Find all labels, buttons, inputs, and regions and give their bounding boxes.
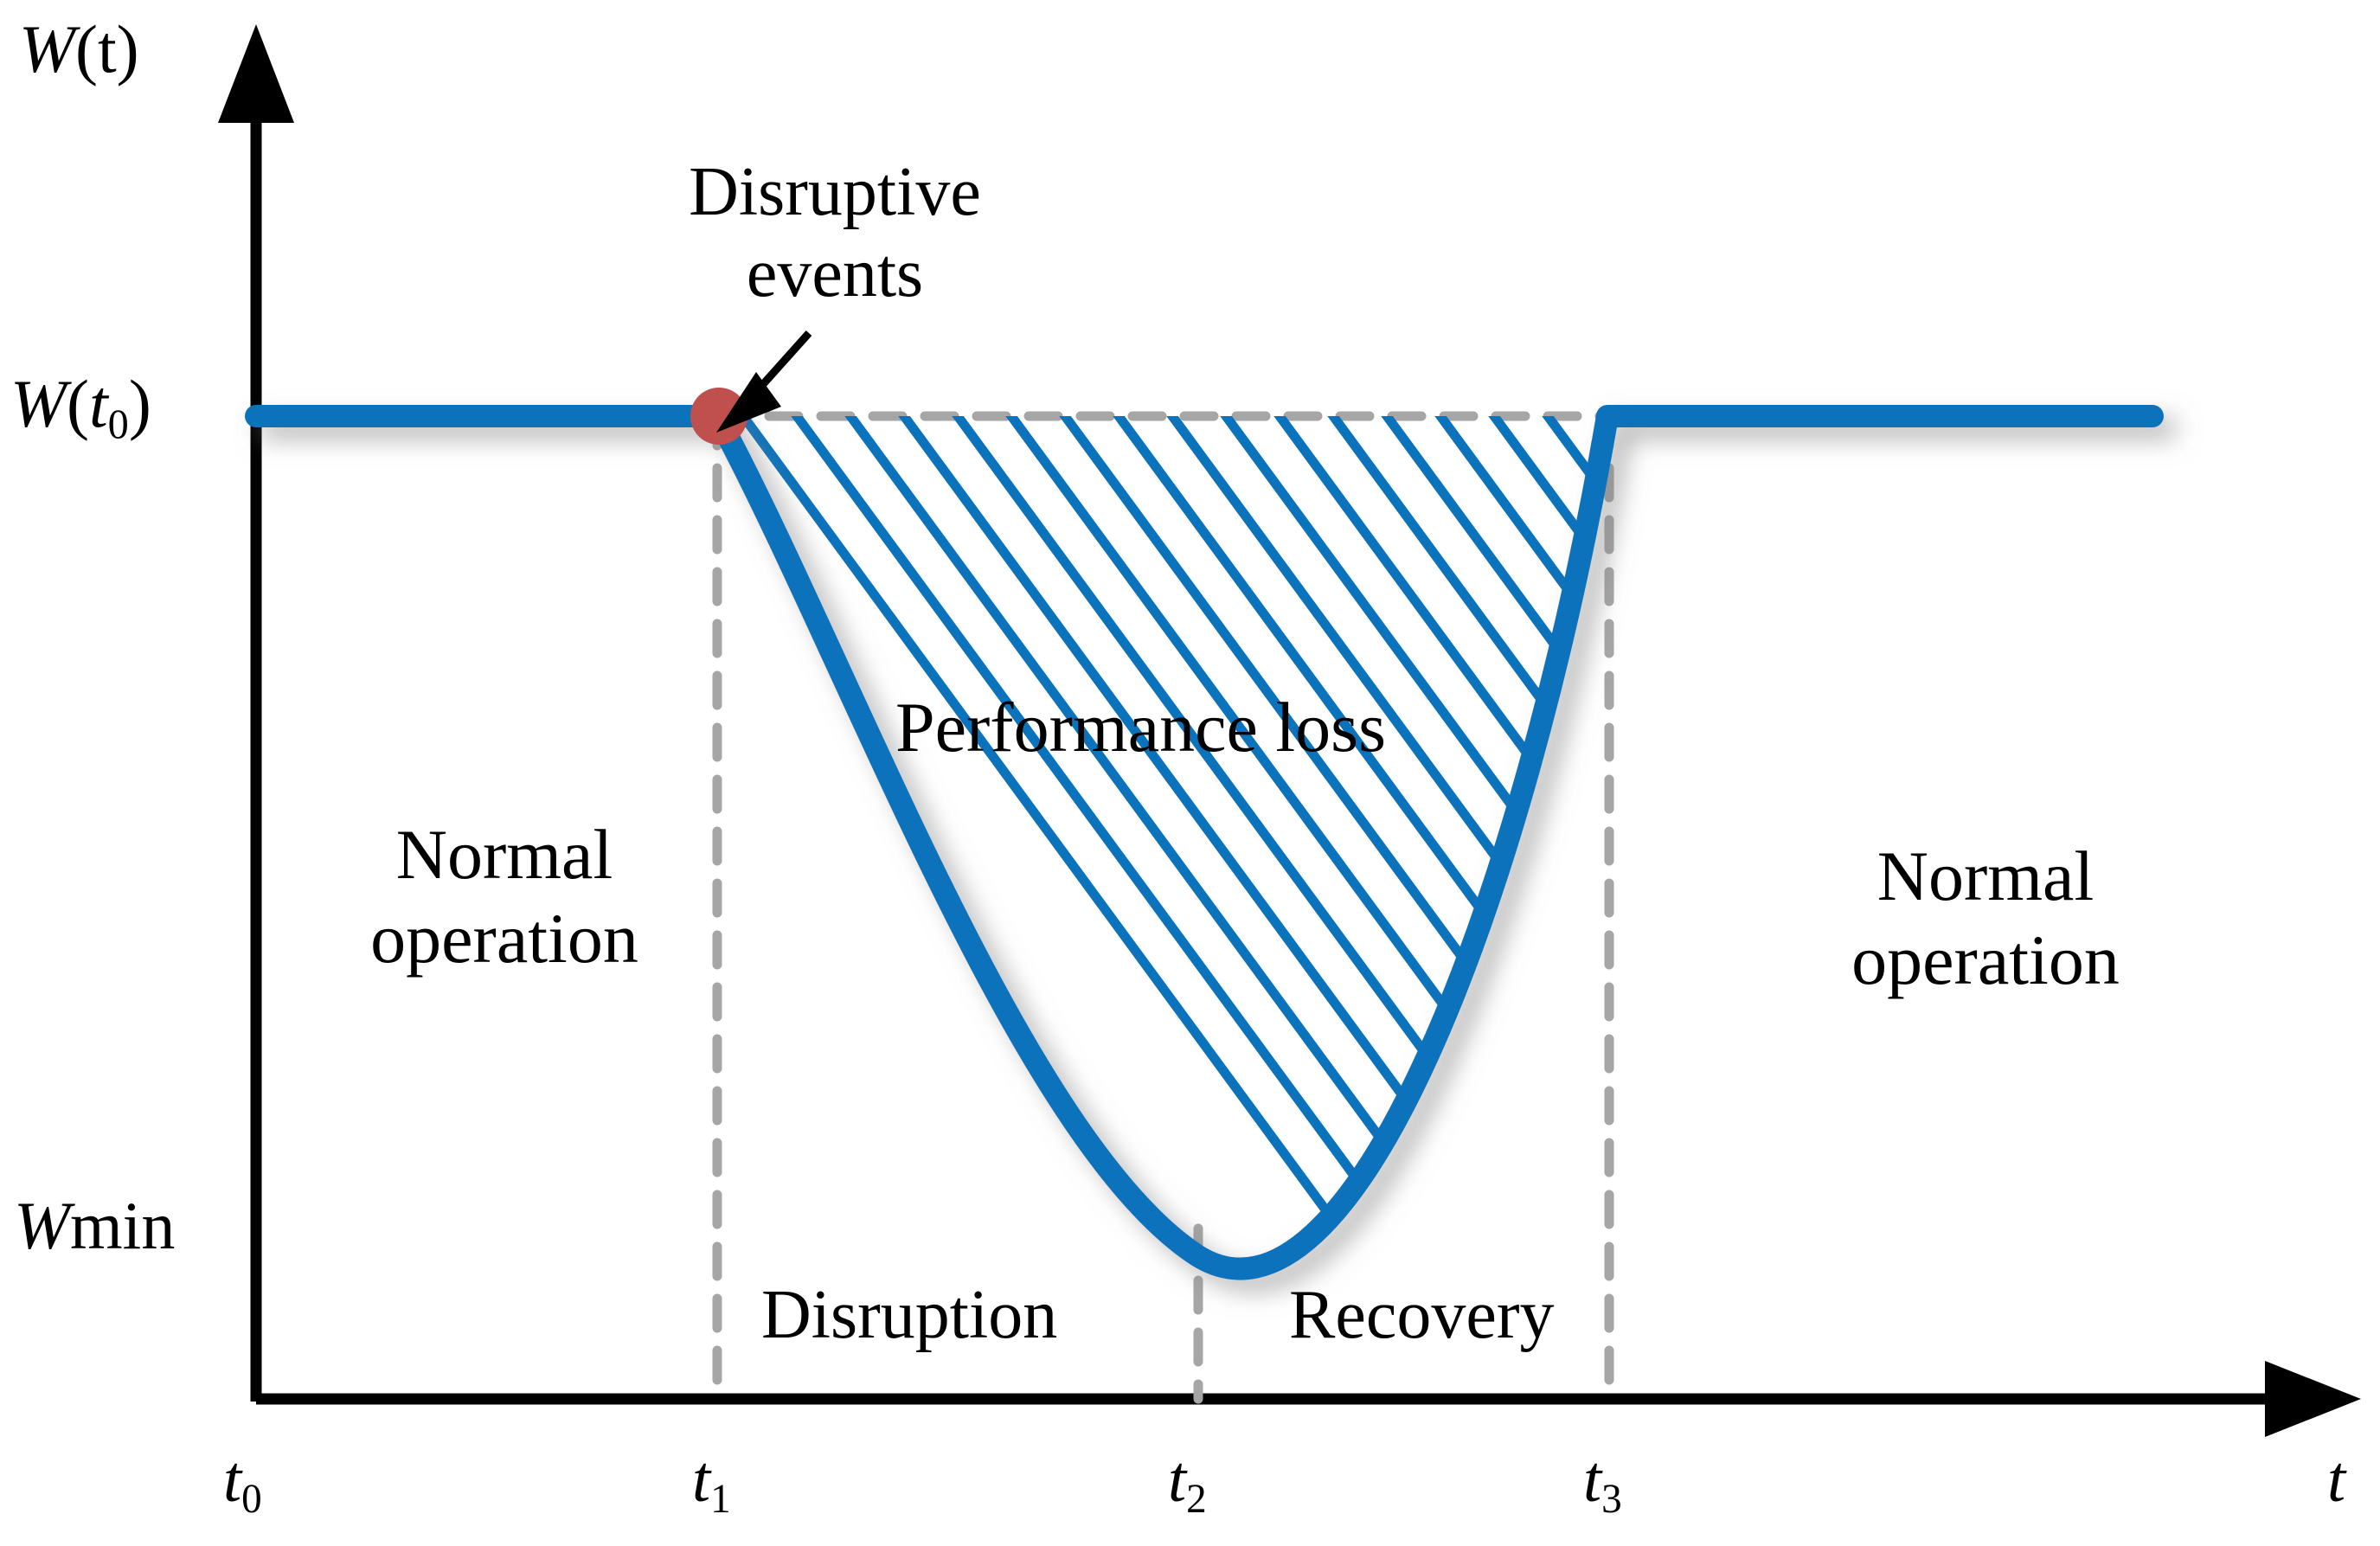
x-tick-label-t2: t2 [1168,1447,1207,1520]
w-t0-paren-close: ) [128,366,151,441]
disruptive-events-callout: Disruptive events [645,151,1025,315]
t2-sub: 2 [1186,1477,1207,1523]
performance-curve-path [245,405,2164,1280]
y-axis [218,24,294,1402]
y-axis-label: W(t) [19,16,139,83]
x-tick-label-t3: t3 [1583,1447,1622,1520]
w-t0-sub: 0 [107,401,129,448]
normal-operation-right-line1: Normal [1876,837,2095,915]
w-t0-arg: t [88,366,108,441]
t0-var: t [223,1443,242,1516]
y-axis-arrowhead [218,24,294,123]
x-axis-arrowhead [2265,1361,2361,1437]
t3-var: t [1583,1443,1602,1516]
disruptive-event-dot [690,388,747,445]
disruptive-event-callout-arrow [716,330,812,433]
y-axis-label-arg: (t) [74,11,139,87]
y-tick-label-wmin: Wmin [14,1192,175,1260]
x-axis [256,1361,2361,1437]
x-tick-label-t0: t0 [223,1447,262,1520]
t1-var: t [692,1443,711,1516]
disruptive-events-line2: events [746,235,924,312]
normal-operation-right-label: Normal operation [1799,835,2172,1003]
normal-operation-left-label: Normal operation [318,813,690,981]
normal-operation-left-line1: Normal [395,815,613,894]
t2-var: t [1168,1443,1187,1516]
recovery-phase-label: Recovery [1289,1277,1555,1353]
performance-loss-label: Performance loss [895,688,1386,767]
x-tick-label-t1: t1 [692,1447,731,1520]
disruption-phase-label: Disruption [761,1277,1058,1353]
normal-operation-left-line2: operation [370,898,638,978]
w-t0-paren-open: ( [66,366,89,441]
y-tick-label-w-t0: W(t0) [10,370,151,446]
callout-arrow-head [716,372,781,433]
wmin-rest: min [69,1188,176,1263]
x-axis-label: t [2327,1443,2346,1516]
disruptive-events-line1: Disruptive [689,154,981,230]
wmin-var: W [14,1188,70,1263]
t1-sub: 1 [710,1477,731,1523]
y-axis-label-var: W [19,11,75,87]
performance-curve [245,405,2164,1280]
t3-sub: 3 [1601,1477,1622,1523]
w-t0-var: W [10,366,67,441]
t0-sub: 0 [241,1477,262,1523]
normal-operation-right-line2: operation [1851,920,2120,999]
